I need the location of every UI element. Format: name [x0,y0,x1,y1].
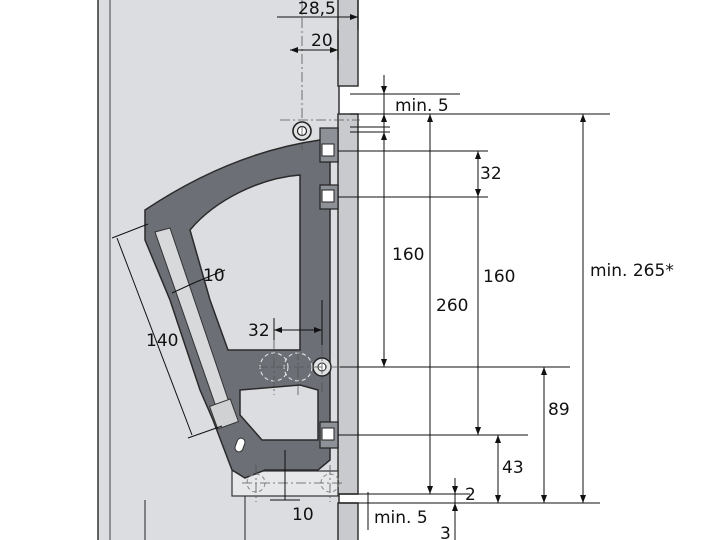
dim-3-label: 3 [440,524,451,540]
dim-260-label: 260 [436,296,468,316]
dim-140-label: 140 [146,331,178,351]
dim-160-b-label: 160 [483,267,515,287]
lift-mechanism-body [144,139,331,479]
dim-2-label: 2 [465,485,476,505]
dim-min265-label: min. 265* [590,261,674,281]
dim-32-right-label: 32 [480,164,502,184]
mounting-clips [319,127,339,449]
dim-20-label: 20 [311,31,333,51]
dim-10-lower-label: 10 [292,505,314,525]
dim-89-label: 89 [548,400,570,420]
dim-10-upper-label: 10 [203,266,225,286]
dim-160-a-label: 160 [392,245,424,265]
dimension-lines [111,0,610,540]
dim-min5-bottom-label: min. 5 [374,508,428,528]
dim-28-5-label: 28,5 [298,0,336,19]
dimension-labels: 28,5 20 min. 5 32 160 160 260 min. 265* … [146,0,674,540]
cabinet-front-boards [337,0,359,540]
dim-32-center-label: 32 [248,321,270,341]
arrowheads [274,14,586,511]
dim-43-label: 43 [502,458,524,478]
dim-min5-top-label: min. 5 [395,96,449,116]
